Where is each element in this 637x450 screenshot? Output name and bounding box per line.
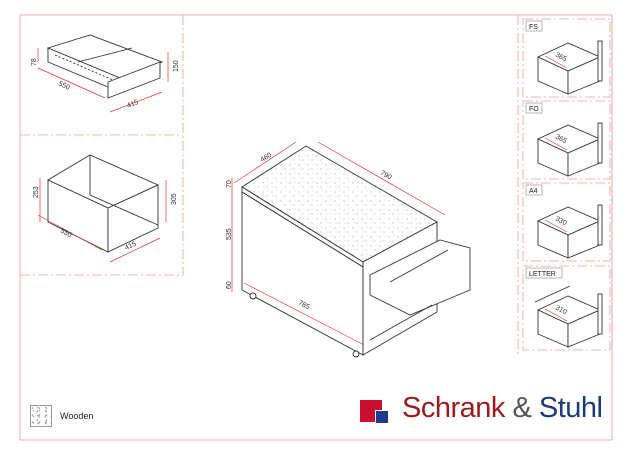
variant-label: A4: [529, 188, 538, 195]
dim-label: 365: [554, 134, 568, 146]
variant-panels: [517, 15, 613, 355]
dim-label: 415: [126, 99, 140, 110]
dim-label: 415: [124, 241, 138, 252]
legend-label: Wooden: [60, 411, 94, 421]
logo-text: Schrank & Stuhl: [402, 392, 603, 425]
variant-label: FS: [529, 24, 538, 31]
pedestal-main-view: 460 790 70 535 60 785: [226, 141, 471, 358]
dim-label: 305: [171, 193, 178, 205]
variant-label-box: [525, 20, 543, 32]
dim-label: 535: [226, 228, 233, 240]
drawer-view-top: 78 550 415 150: [31, 34, 180, 113]
dim-label: 78: [31, 58, 38, 66]
drawer-view-file: 253 550 415 305: [33, 154, 178, 263]
dim-label: 310: [554, 305, 568, 317]
logo-word-stuhl: Stuhl: [538, 392, 603, 424]
dim-label: 365: [554, 52, 568, 64]
variant-label-box: [525, 267, 563, 279]
dim-label: 330: [554, 216, 568, 228]
dim-label: 150: [173, 60, 180, 72]
variant-letter: LETTER 310: [525, 267, 603, 348]
dim-label: 460: [260, 152, 274, 164]
material-legend: Wooden: [30, 405, 93, 427]
wooden-swatch: [30, 405, 52, 427]
variant-a4: A4 330: [525, 184, 603, 259]
variant-label: LETTER: [529, 271, 556, 278]
variant-fs: FS 365: [525, 20, 603, 95]
brand-logo: Schrank & Stuhl: [360, 392, 603, 425]
variant-fo: FO 365: [525, 102, 603, 177]
logo-word-schrank: Schrank: [402, 392, 505, 424]
logo-ampersand: &: [512, 392, 532, 424]
dim-label: 550: [59, 228, 73, 240]
variant-label: FO: [529, 106, 539, 113]
dim-label: 790: [379, 170, 393, 182]
dim-label: 253: [33, 186, 40, 198]
logo-mark-icon: [360, 396, 389, 424]
dim-label: 60: [226, 281, 233, 289]
dim-label: 785: [297, 300, 311, 312]
dim-label: 550: [57, 80, 71, 91]
dim-label: 70: [226, 180, 233, 188]
variant-label-box: [525, 102, 543, 114]
variant-label-box: [525, 184, 543, 196]
left-panel-frame: [20, 15, 184, 276]
